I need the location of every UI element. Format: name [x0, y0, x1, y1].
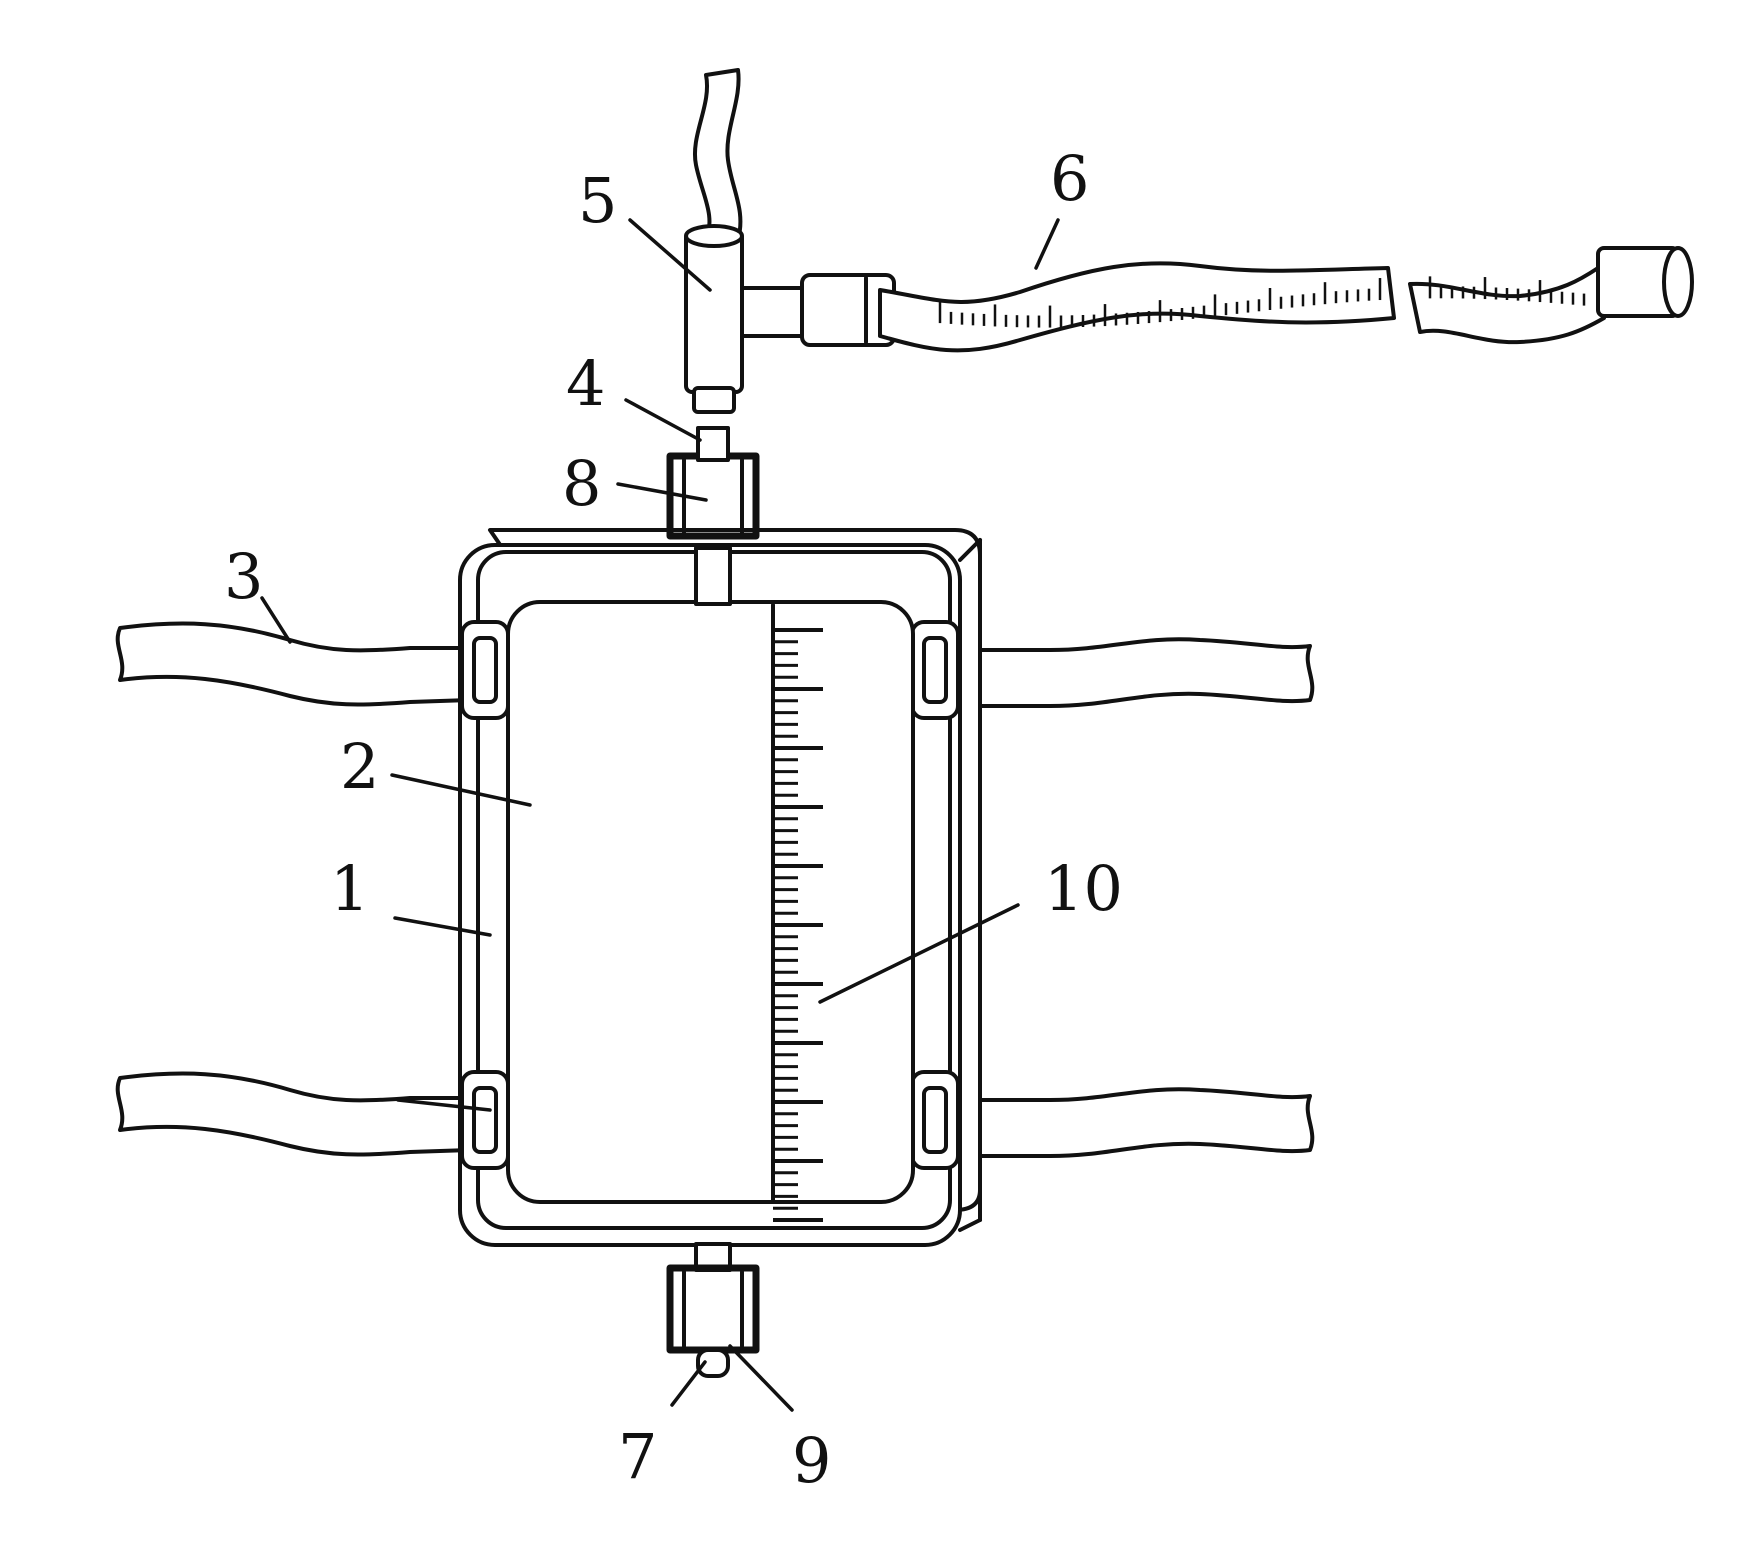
measuring-tape-segment-a — [878, 261, 1396, 353]
clip-lower-right — [910, 1070, 960, 1170]
top-inlet-tube — [694, 546, 732, 606]
input-tube-upper — [692, 68, 743, 242]
clip-upper-left — [460, 620, 510, 720]
label-10: 10 — [1044, 852, 1123, 925]
inner-bag — [506, 600, 915, 1204]
t-junction-body — [684, 224, 806, 414]
part-labels: 1 2 3 4 5 6 7 8 9 10 — [224, 142, 1123, 1497]
clip-lower-left — [460, 1070, 510, 1170]
label-4: 4 — [566, 347, 605, 420]
leader-lines — [260, 218, 1060, 1412]
clip-upper-right — [910, 620, 960, 720]
label-9: 9 — [792, 1424, 831, 1497]
label-1: 1 — [330, 852, 369, 925]
bottom-drain-stub — [696, 1348, 730, 1378]
label-3: 3 — [224, 540, 263, 613]
label-6: 6 — [1050, 142, 1089, 215]
graduated-scale — [773, 628, 823, 1222]
tape-graduations — [938, 276, 1586, 328]
label-8: 8 — [562, 447, 601, 520]
top-connector-stub — [696, 426, 730, 462]
measuring-tape-segment-b — [1408, 266, 1606, 345]
strap-upper-right — [953, 637, 1315, 708]
strap-lower-right — [953, 1087, 1315, 1158]
label-2: 2 — [340, 730, 379, 803]
label-5: 5 — [578, 164, 617, 237]
strap-upper-left — [115, 621, 472, 707]
label-7: 7 — [618, 1420, 657, 1493]
strap-lower-left — [115, 1071, 472, 1157]
bottom-valve-housing — [666, 1264, 760, 1354]
tape-end-cap — [1596, 246, 1694, 318]
